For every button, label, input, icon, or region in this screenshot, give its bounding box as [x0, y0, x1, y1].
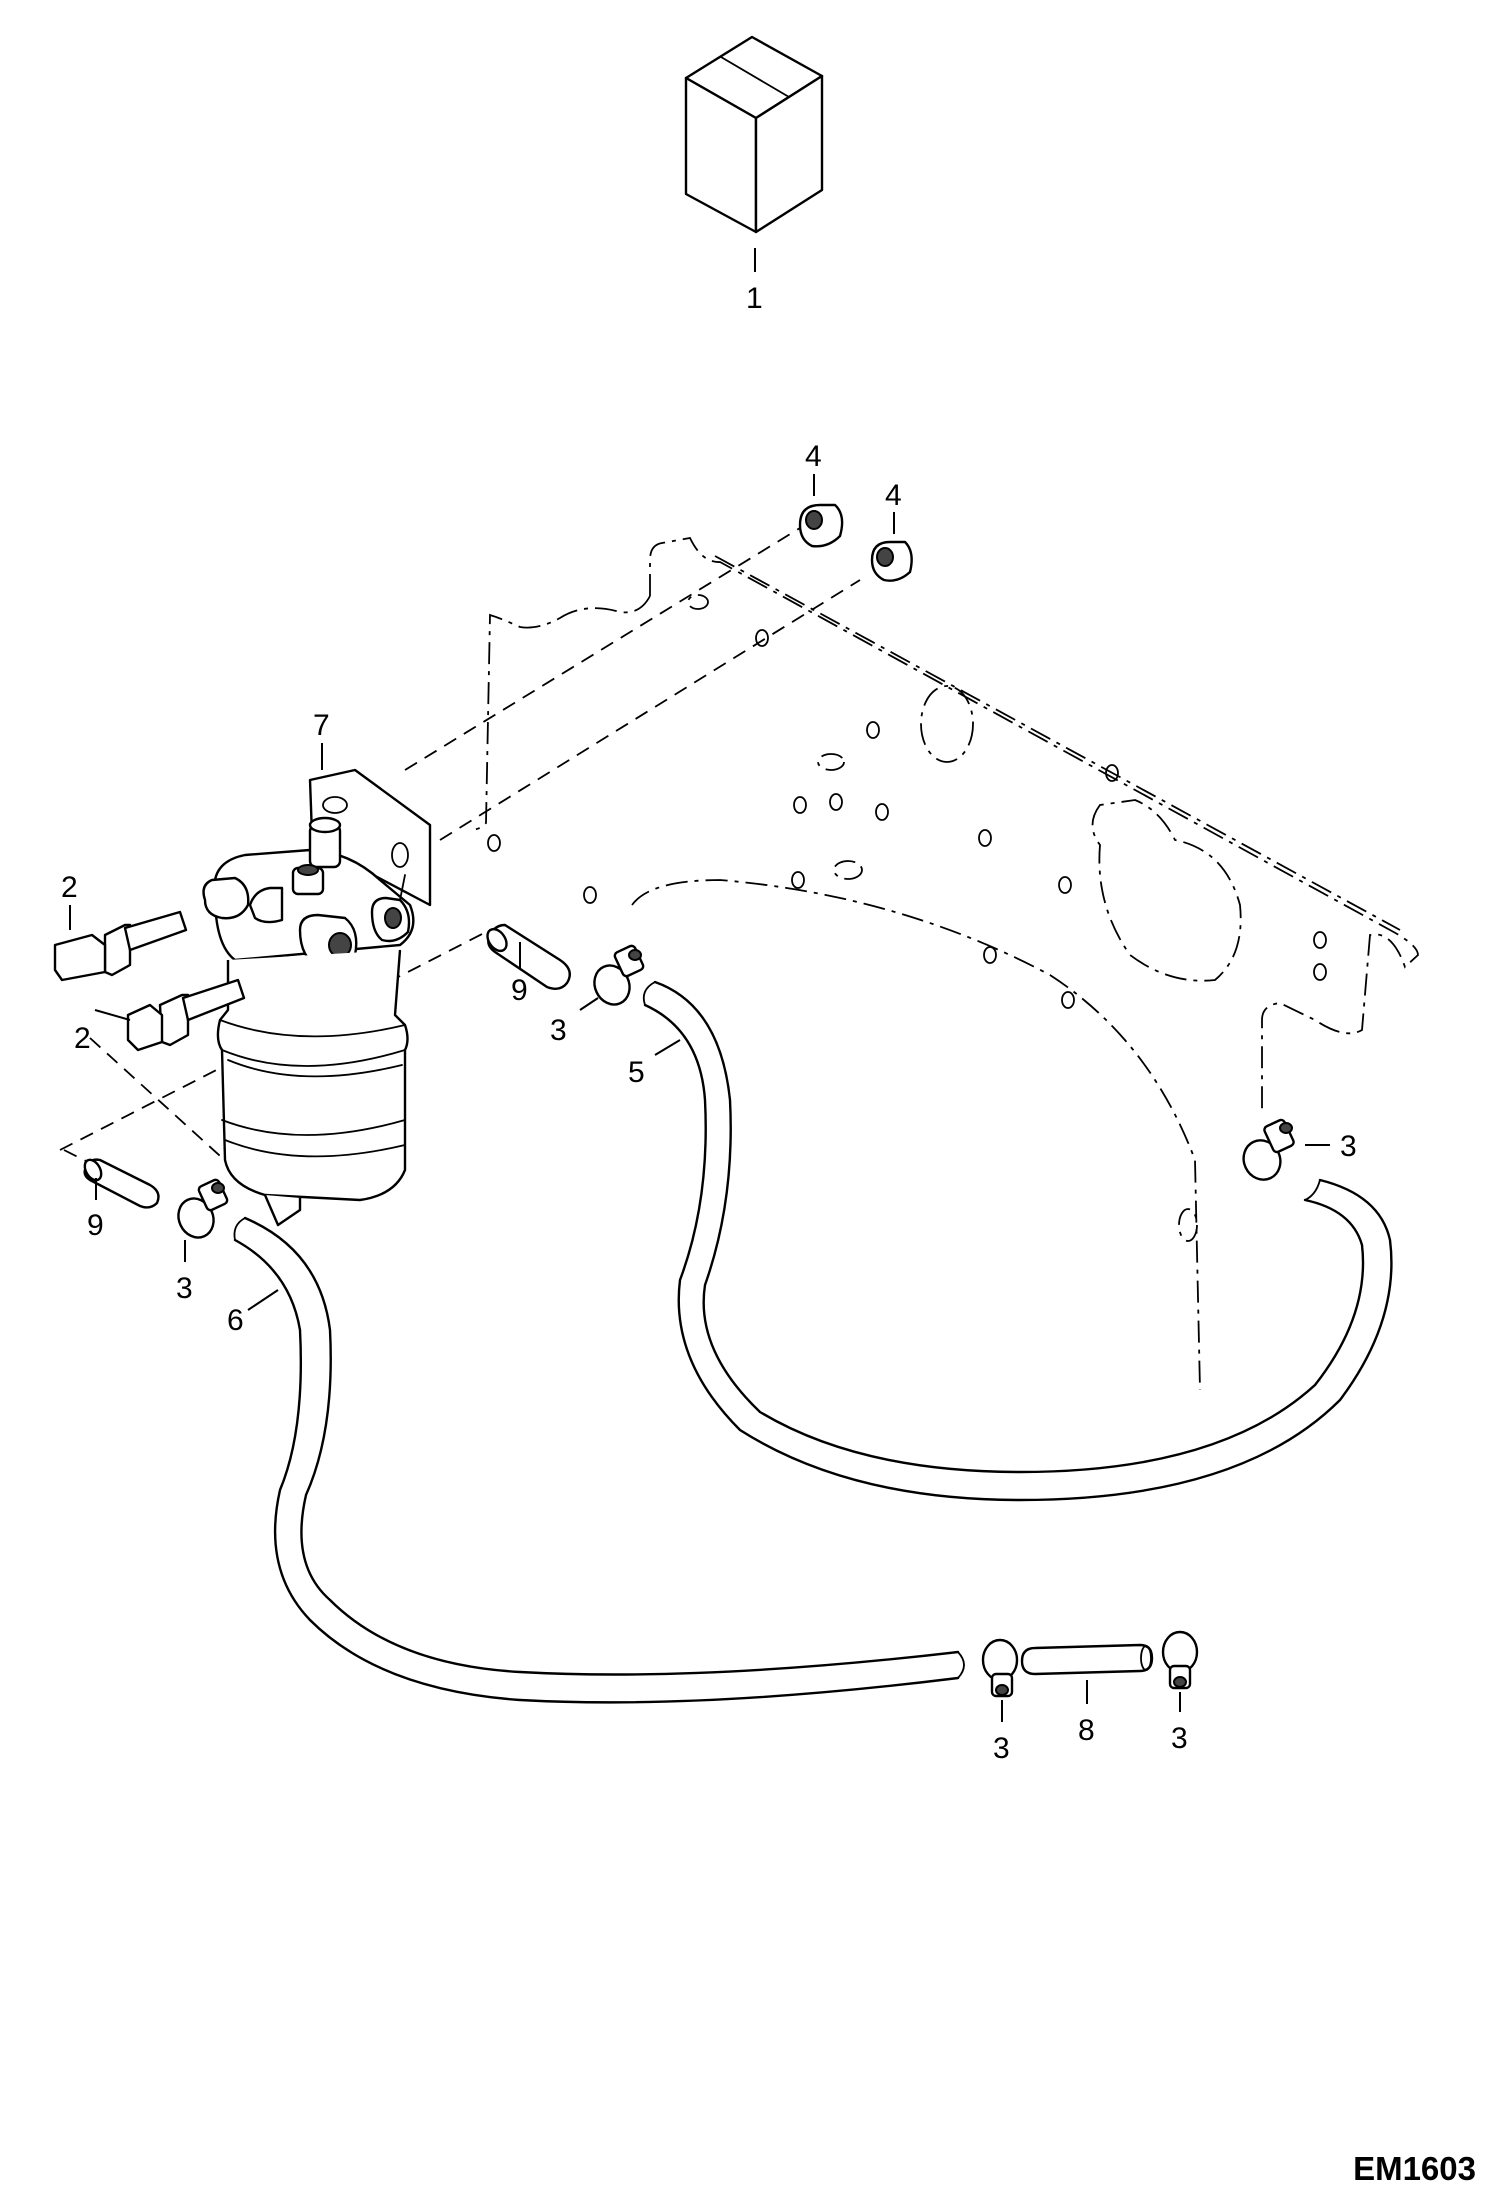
part-9-tube-upper: [486, 923, 571, 990]
assembly-lines: [59, 527, 861, 1171]
part-3-clamp-bottom-left: [981, 1638, 1019, 1698]
callout-3-bottom-left: 3: [993, 1732, 1010, 1765]
part-4-grommet-left: [798, 503, 844, 548]
callout-4-right: 4: [885, 479, 902, 512]
part-3-clamp-lower-left: [177, 1178, 229, 1239]
part-2-bolt-upper: [53, 910, 188, 982]
callout-4-left: 4: [805, 440, 822, 473]
part-3-clamp-bottom-right: [1161, 1630, 1199, 1690]
callout-leaders: [69, 248, 1330, 1722]
part-8-short-hose: [1020, 1643, 1154, 1676]
callout-9-lower: 9: [87, 1209, 104, 1242]
callout-2-lower: 2: [74, 1022, 91, 1055]
drawing-number: EM1603: [1353, 2150, 1476, 2187]
callout-3-upper-center: 3: [550, 1014, 567, 1047]
callout-labels: 1 4 4 7 2 2 9 3 5 3 9 3 6 3 8 3: [61, 282, 1357, 1765]
callout-3-lower-left: 3: [176, 1272, 193, 1305]
callout-3-bottom-right: 3: [1171, 1722, 1188, 1755]
callout-1: 1: [746, 282, 763, 315]
part-6-fuel-hose: [233, 1216, 965, 1704]
callout-2-upper: 2: [61, 871, 78, 904]
part-1-kit-box: [684, 35, 824, 234]
callout-5: 5: [628, 1056, 645, 1089]
callout-7: 7: [313, 709, 330, 742]
callout-6: 6: [227, 1304, 244, 1337]
part-2-bolt-lower: [126, 978, 246, 1052]
part-3-clamp-right: [1242, 1118, 1295, 1181]
part-3-clamp-upper-center: [593, 944, 645, 1006]
mounting-plate-phantom: [469, 536, 1419, 1391]
fuel-filter-assembly: [202, 816, 415, 1227]
part-5-fuel-hose: [642, 980, 1393, 1502]
part-9-tube-lower: [83, 1158, 160, 1209]
callout-8: 8: [1078, 1714, 1095, 1747]
part-4-grommet-right: [870, 540, 913, 582]
callout-3-right: 3: [1340, 1130, 1357, 1163]
callout-9-upper: 9: [511, 974, 528, 1007]
